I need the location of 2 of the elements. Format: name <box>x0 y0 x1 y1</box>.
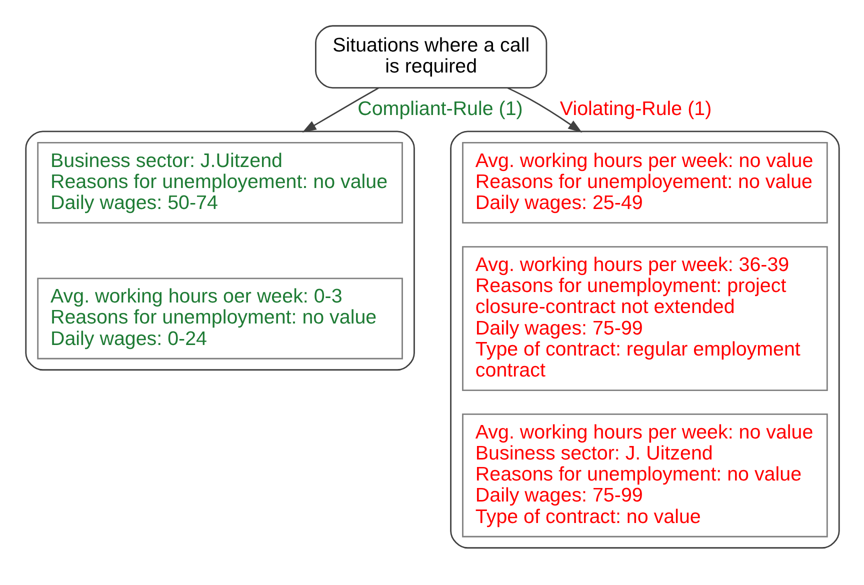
edge-label: Compliant-Rule (1) <box>357 98 522 120</box>
edge-label: Violating-Rule (1) <box>559 98 712 120</box>
